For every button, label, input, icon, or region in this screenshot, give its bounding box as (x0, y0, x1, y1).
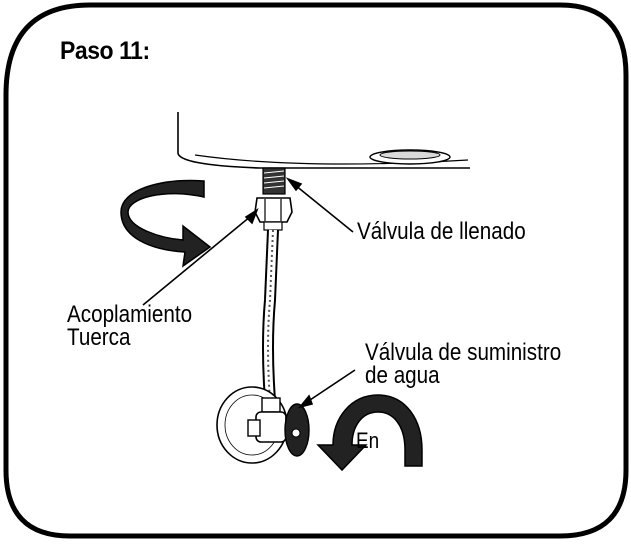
supply-label-line2: de agua (365, 362, 440, 389)
coupling-nut-label: Acoplamiento Tuerca (67, 301, 193, 351)
coupling-label-line1: Acoplamiento (67, 301, 193, 328)
rotate-arrow-icon (120, 179, 212, 268)
panel-border (3, 2, 629, 539)
on-label: En (356, 428, 380, 453)
step-title: Paso 11: (60, 37, 150, 65)
leader-lines (142, 177, 356, 409)
supply-line (262, 229, 279, 401)
supply-label-line1: Válvula de suministro (365, 339, 562, 366)
on-arrow-icon (316, 394, 423, 472)
fill-valve-fitting (262, 167, 286, 195)
fill-valve-label: Válvula de llenado (357, 218, 526, 245)
supply-valve-label: Válvula de suministro de agua (365, 339, 562, 389)
coupling-label-line2: Tuerca (67, 324, 131, 351)
coupling-nut (254, 197, 293, 231)
shutoff-valve (216, 386, 310, 464)
appliance-bottom (177, 112, 470, 169)
